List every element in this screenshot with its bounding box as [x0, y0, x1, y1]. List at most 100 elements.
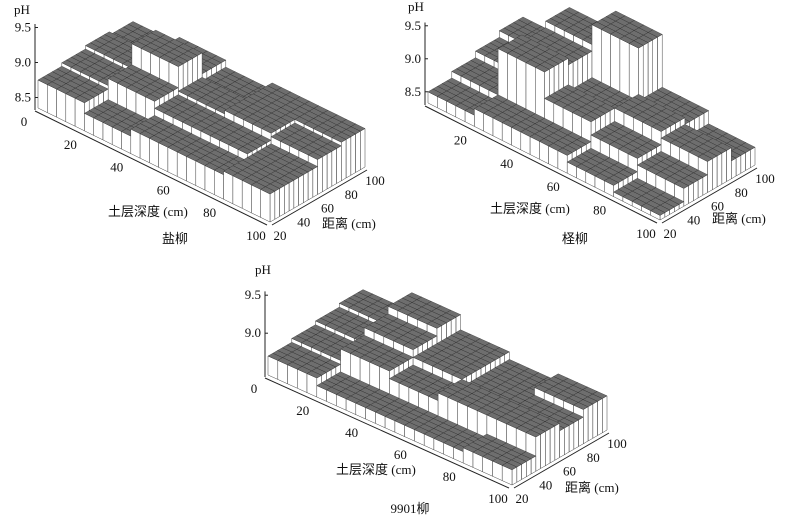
surface-wall [47, 84, 57, 118]
depth-axis-label: 土层深度 (cm) [336, 462, 416, 477]
depth-tick-label: 100 [636, 226, 656, 241]
z-tick-label: 9.0 [15, 55, 31, 70]
surface-wall [167, 146, 178, 177]
surface-wall [564, 424, 570, 456]
surface-wall [204, 165, 215, 195]
surface-wall [521, 461, 527, 480]
distance-tick-label: 80 [345, 187, 358, 202]
surface-wall [707, 158, 713, 193]
surface-wall [293, 177, 299, 209]
depth-tick-label: 100 [246, 228, 266, 243]
distance-axis [271, 169, 368, 226]
surface-wall [750, 146, 756, 169]
surface-cell [168, 59, 184, 67]
depth-axis-label: 土层深度 (cm) [108, 204, 188, 219]
surface-wall [74, 97, 85, 132]
surface-wall [740, 152, 746, 174]
z-tick-label: 9.5 [405, 18, 421, 33]
distance-tick-label: 20 [516, 491, 529, 506]
surface-wall [284, 182, 290, 215]
distance-axis-label: 距离 (cm) [565, 480, 619, 495]
surface-cell [307, 152, 323, 160]
surface-wall [350, 133, 356, 176]
surface-wall [573, 419, 579, 450]
surface-cell [74, 95, 90, 103]
surface-wall [578, 416, 584, 447]
surface-wall [130, 128, 141, 159]
surface-wall [269, 190, 276, 223]
distance-tick-label: 100 [607, 436, 627, 451]
surface-wall [214, 169, 224, 200]
surface-wall [597, 398, 603, 436]
surface-wall [56, 88, 67, 123]
plot-title: 9901柳 [390, 501, 429, 516]
surface-wall [716, 152, 723, 188]
surface-wall [355, 130, 361, 173]
surface-wall [688, 182, 694, 204]
surface-wall [279, 185, 285, 217]
distance-tick-label: 40 [687, 212, 700, 227]
depth-tick-label: 100 [488, 491, 508, 506]
depth-tick-label: 20 [454, 132, 467, 147]
surface-wall [139, 133, 150, 164]
surface-wall [37, 79, 48, 114]
depth-tick-label: 40 [110, 160, 123, 175]
z-tick-label: 9.0 [245, 325, 261, 340]
surface-wall [745, 149, 751, 171]
z-tick-label: 9.0 [405, 51, 421, 66]
plot-title: 柽柳 [562, 231, 588, 246]
surface-wall [530, 455, 537, 475]
surface-cell [237, 146, 253, 155]
depth-tick-label: 40 [345, 425, 358, 440]
surface-wall [232, 175, 243, 209]
surface-wall [307, 168, 314, 201]
surface-cell [144, 93, 160, 102]
surface-wall [322, 153, 328, 193]
surface-cell [260, 186, 276, 195]
distance-axis-label: 距离 (cm) [322, 216, 376, 231]
depth-axis [34, 110, 268, 226]
surface-wall [288, 179, 295, 212]
surface-wall [331, 148, 337, 187]
depth-tick-label: 40 [500, 156, 513, 171]
surface-wall [583, 406, 589, 445]
depth-tick-label: 80 [593, 203, 606, 218]
z-axis-label: pH [408, 0, 424, 14]
distance-tick-label: 20 [274, 228, 287, 243]
surface-wall [712, 155, 718, 191]
surface-cell [331, 134, 347, 143]
depth-tick-label: 0 [21, 114, 28, 129]
surface-wall [554, 422, 560, 461]
distance-tick-label: 40 [297, 214, 310, 229]
surface-wall [726, 147, 732, 182]
z-tick-label: 9.5 [245, 287, 261, 302]
surface-wall [65, 93, 76, 127]
distance-tick-label: 60 [563, 464, 576, 479]
z-tick-label: 9.5 [15, 20, 31, 35]
depth-tick-label: 80 [443, 469, 456, 484]
distance-tick-label: 100 [755, 171, 775, 186]
surface-wall [360, 128, 366, 171]
surface-wall [274, 188, 280, 220]
distance-tick-label: 80 [587, 450, 600, 465]
surface-wall [702, 174, 708, 196]
surface-wall [298, 174, 304, 206]
surface-wall [535, 433, 541, 472]
z-axis-label: pH [14, 2, 30, 17]
surface-wall [516, 463, 522, 483]
depth-axis-label: 土层深度 (cm) [490, 201, 570, 216]
surface-wall [341, 139, 347, 182]
surface-wall [260, 188, 271, 223]
z-tick-label: 8.5 [15, 90, 31, 105]
surface-wall [176, 151, 187, 182]
surface-wall [697, 176, 704, 199]
z-axis-label: pH [255, 262, 271, 277]
distance-axis-label: 距离 (cm) [712, 211, 766, 226]
depth-tick-label: 20 [296, 403, 309, 418]
surface-wall [545, 428, 551, 467]
surface-cell [261, 125, 277, 134]
